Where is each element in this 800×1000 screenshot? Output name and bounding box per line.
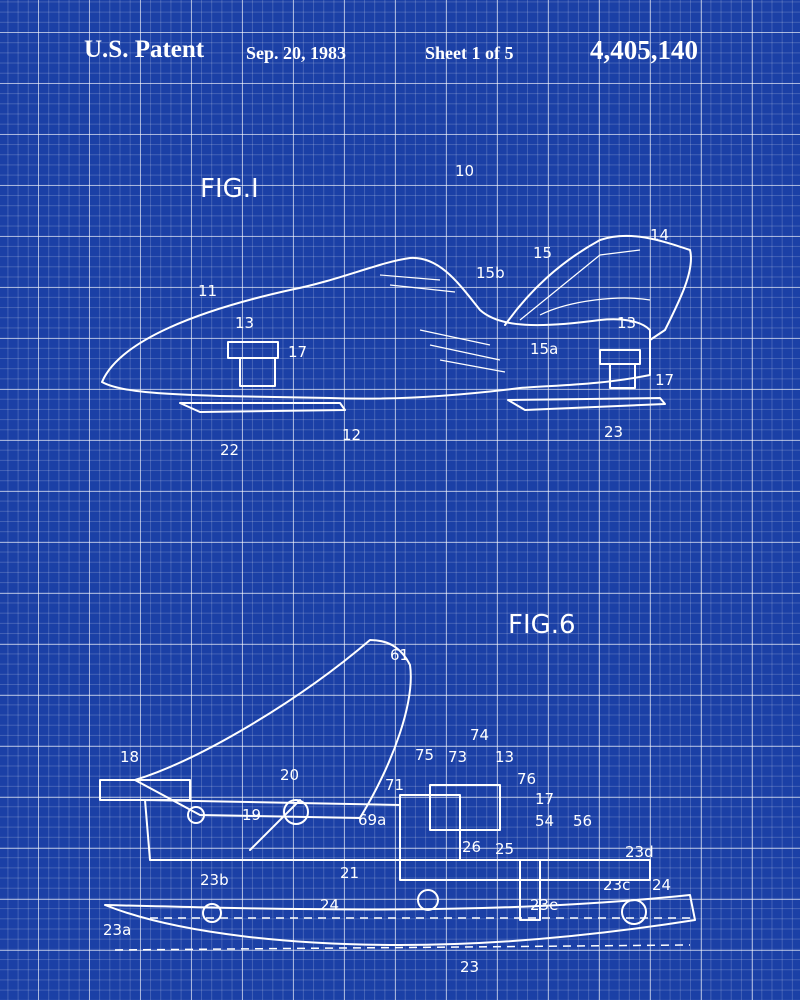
ski <box>104 894 696 946</box>
label-23d: 23d <box>625 843 654 861</box>
label-26: 26 <box>462 838 481 856</box>
label-13b: 13 <box>617 314 636 332</box>
label-17b: 17 <box>655 371 674 389</box>
label-56: 56 <box>573 812 592 830</box>
patent-number: 4,405,140 <box>590 35 698 65</box>
label-15: 15 <box>533 244 552 262</box>
label-21: 21 <box>340 864 359 882</box>
label-15b: 15b <box>476 264 505 282</box>
label-54: 54 <box>535 812 554 830</box>
label-23-fig6: 23 <box>460 958 479 976</box>
label-24b: 24 <box>652 876 671 894</box>
figure-6: FIG.6 61 18 20 19 71 69a 75 73 74 13 76 … <box>99 610 696 976</box>
sheet-number: Sheet 1 of 5 <box>425 43 514 63</box>
label-17c: 17 <box>535 790 554 808</box>
label-69a: 69a <box>358 811 386 829</box>
label-25: 25 <box>495 840 514 858</box>
seat-back <box>504 234 692 341</box>
label-18: 18 <box>120 748 139 766</box>
label-12: 12 <box>342 426 361 444</box>
label-23e: 23e <box>530 896 558 914</box>
label-15a: 15a <box>530 340 558 358</box>
label-13c: 13 <box>495 748 514 766</box>
label-23: 23 <box>604 423 623 441</box>
figure-1: FIG.I 10 11 13 17 12 22 14 15 15b 15a 13… <box>101 162 692 459</box>
label-23a: 23a <box>103 921 131 939</box>
patent-header-title: U.S. Patent <box>84 36 205 63</box>
label-74: 74 <box>470 726 489 744</box>
label-23b: 23b <box>200 871 229 889</box>
label-19: 19 <box>242 806 261 824</box>
fig1-title: FIG.I <box>200 174 259 204</box>
label-20: 20 <box>280 766 299 784</box>
label-11: 11 <box>198 282 217 300</box>
fig6-title: FIG.6 <box>508 610 576 640</box>
patent-date: Sep. 20, 1983 <box>246 43 347 63</box>
label-61: 61 <box>390 646 409 664</box>
label-22: 22 <box>220 441 239 459</box>
seat-shell <box>134 639 412 819</box>
label-24a: 24 <box>320 896 339 914</box>
label-14: 14 <box>650 226 669 244</box>
sled-body-outline <box>101 256 651 400</box>
label-71: 71 <box>385 776 404 794</box>
label-73: 73 <box>448 748 467 766</box>
label-17: 17 <box>288 343 307 361</box>
label-10: 10 <box>455 162 474 180</box>
label-75: 75 <box>415 746 434 764</box>
label-13: 13 <box>235 314 254 332</box>
label-76: 76 <box>517 770 536 788</box>
label-23c: 23c <box>603 876 630 894</box>
